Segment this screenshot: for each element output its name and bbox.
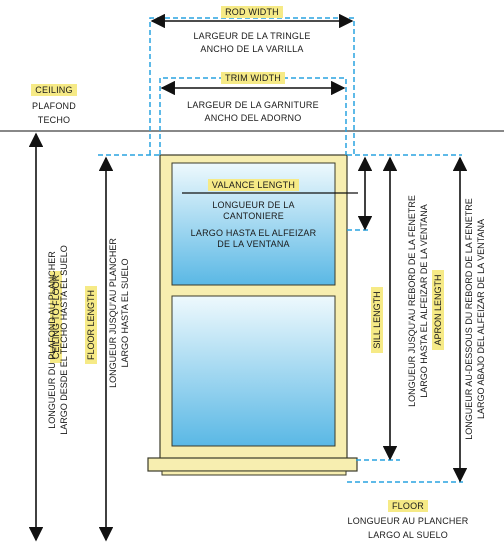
apron-length-label: APRON LENGTH: [432, 260, 452, 360]
ceiling-to-floor-fr: LONGUEUR DU PLAFOND AU PLANCHER: [47, 251, 57, 429]
rod-width-fr: LARGEUR DE LA TRINGLE: [193, 31, 311, 41]
trim-width-es: ANCHO DEL ADORNO: [204, 113, 302, 123]
floor-label: FLOOR: [318, 500, 498, 513]
bottom-sash-glass: [171, 295, 336, 447]
trim-width-fr: LARGEUR DE LA GARNITURE: [187, 100, 319, 110]
floor-es: LARGO AL SUELO: [368, 530, 448, 540]
ceiling-to-floor-text: LONGUEUR DU PLAFOND AU PLANCHER LARGO DE…: [46, 190, 74, 490]
sill-length-es: LARGO HASTA EL ALFEIZAR DE LA VENTANA: [419, 204, 429, 398]
window-apron: [161, 470, 347, 476]
apron-length-text: LONGUEUR AU-DESSOUS DU REBORD DE LA FENE…: [463, 184, 491, 454]
apron-length-tag: APRON LENGTH: [432, 270, 444, 350]
valance-length-es1: LARGO HASTA EL ALFEIZAR: [190, 228, 317, 238]
valance-length-fr2: CANTONIERE: [223, 211, 284, 221]
valance-length-label: VALANCE LENGTH: [172, 179, 335, 192]
valance-length-tag: VALANCE LENGTH: [207, 179, 300, 191]
valance-length-fr1: LONGUEUR DE LA: [212, 200, 295, 210]
floor-fr: LONGUEUR AU PLANCHER: [347, 516, 469, 526]
floor-length-label: FLOOR LENGTH: [85, 260, 105, 390]
window-sill: [147, 457, 358, 472]
trim-width-label: TRIM WIDTH: [160, 72, 346, 85]
ceiling-fr: PLAFOND: [32, 101, 76, 111]
rod-width-label: ROD WIDTH: [150, 6, 354, 19]
ceiling-to-floor-es: LARGO DESDE EL TECHO HASTA EL SUELO: [59, 245, 69, 435]
ceiling-es: TECHO: [37, 115, 71, 125]
floor-tag: FLOOR: [387, 500, 428, 512]
rod-width-tag: ROD WIDTH: [221, 6, 283, 18]
apron-length-es: LARGO ABAJO DEL ALFEIZAR DE LA VENTANA: [476, 218, 486, 420]
window: [147, 154, 358, 476]
floor-length-es: LARGO HASTA EL SUELO: [120, 258, 130, 368]
sill-length-label: SILL LENGTH: [371, 275, 391, 365]
ceiling-tag: CEILING: [31, 84, 77, 96]
apron-length-fr: LONGUEUR AU-DESSOUS DU REBORD DE LA FENE…: [464, 198, 474, 440]
ceiling-label: CEILING: [18, 84, 90, 97]
valance-length-es2: DE LA VENTANA: [217, 239, 290, 249]
floor-length-tag: FLOOR LENGTH: [85, 286, 97, 365]
sill-length-tag: SILL LENGTH: [371, 287, 383, 353]
sill-length-fr: LONGUEUR JUSQU'AU REBORD DE LA FENETRE: [407, 195, 417, 407]
rod-width-es: ANCHO DE LA VARILLA: [200, 44, 304, 54]
floor-length-fr: LONGUEUR JUSQU'AU PLANCHER: [108, 238, 118, 388]
floor-length-text: LONGUEUR JUSQU'AU PLANCHER LARGO HASTA E…: [107, 228, 135, 398]
trim-width-tag: TRIM WIDTH: [221, 72, 285, 84]
sill-length-text: LONGUEUR JUSQU'AU REBORD DE LA FENETRE L…: [406, 191, 434, 411]
